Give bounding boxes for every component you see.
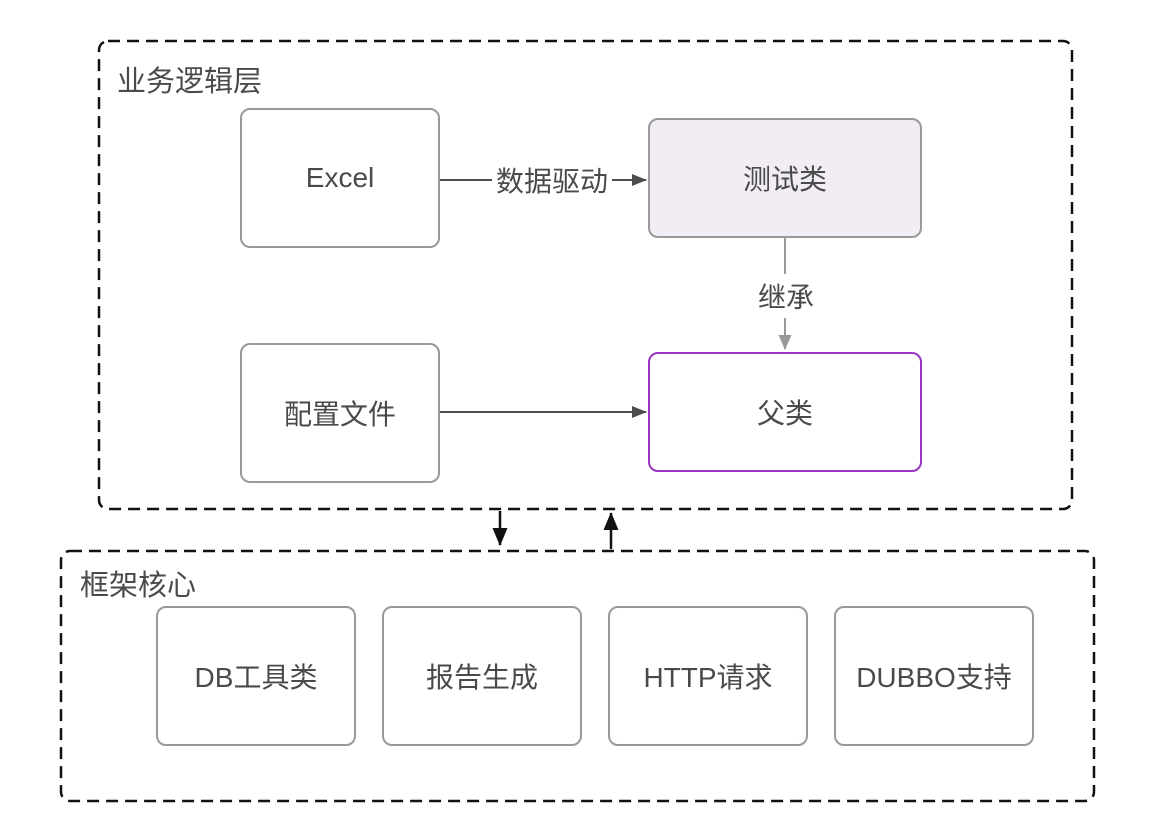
node-parent-class: 父类	[648, 352, 922, 472]
node-db-tool-class: DB工具类	[156, 606, 356, 746]
node-report-generation-label: 报告生成	[425, 662, 538, 693]
edge-label-data-driven: 数据驱动	[491, 158, 613, 202]
node-excel: Excel	[240, 108, 440, 248]
node-http-request-label: HTTP请求	[643, 662, 773, 693]
container-label-framework-core: 框架核心	[80, 570, 197, 602]
node-parent-class-label: 父类	[756, 398, 813, 429]
container-label-business-logic: 业务逻辑层	[117, 66, 263, 98]
edge-label-inherit: 继承	[753, 274, 819, 318]
node-config-file: 配置文件	[240, 343, 440, 483]
node-config-file-label: 配置文件	[283, 399, 396, 430]
node-dubbo-support-label: DUBBO支持	[856, 662, 1012, 693]
node-test-class-label: 测试类	[742, 164, 827, 195]
node-http-request: HTTP请求	[608, 606, 808, 746]
node-db-tool-class-label: DB工具类	[194, 662, 318, 693]
node-dubbo-support: DUBBO支持	[834, 606, 1034, 746]
node-test-class: 测试类	[648, 118, 922, 238]
node-excel-label: Excel	[305, 162, 375, 193]
node-report-generation: 报告生成	[382, 606, 582, 746]
